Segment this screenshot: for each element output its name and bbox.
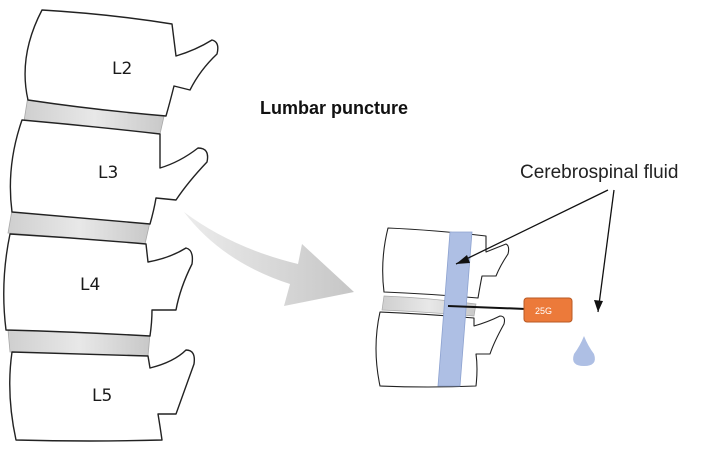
vertebra-label-l2: L2 [112, 59, 132, 79]
needle: 25G [447, 297, 573, 323]
vertebra-l3: L3 [9, 119, 209, 225]
vertebra-label-l3: L3 [98, 163, 118, 183]
diagram-title: Lumbar puncture [260, 98, 408, 118]
detail-lower-vertebra [375, 311, 506, 388]
zoom-arrow [184, 212, 354, 306]
vertebra-l2: L2 [24, 9, 219, 117]
vertebra-l5: L5 [9, 349, 196, 442]
csf-annotation: Cerebrospinal fluid [520, 162, 678, 183]
annotation-pointers [455, 189, 615, 313]
needle-gauge-label: 25G [535, 306, 552, 316]
needle-shaft [447, 305, 527, 310]
spinal-canal [437, 231, 473, 387]
needle-hub [523, 297, 573, 323]
vertebra-label-l4: L4 [80, 275, 100, 295]
vertebra-label-l5: L5 [92, 386, 112, 406]
vertebra-l4: L4 [3, 233, 194, 337]
csf-droplet [573, 336, 595, 366]
